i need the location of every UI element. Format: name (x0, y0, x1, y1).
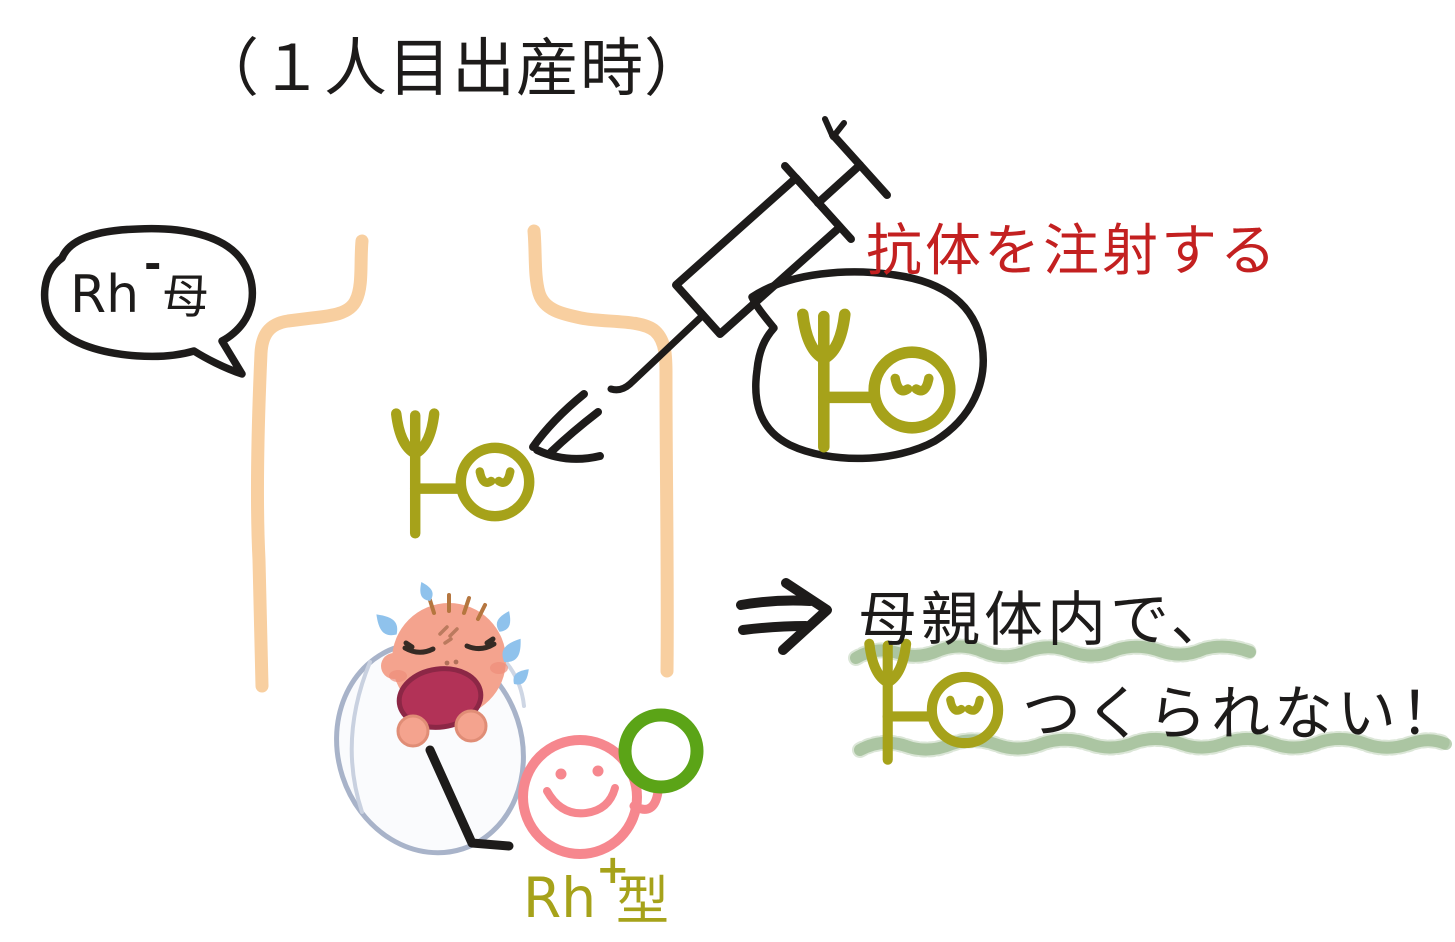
baby-face-smile (543, 784, 619, 818)
body-right-line (527, 224, 674, 678)
baby-type-label: Rh + 型 (523, 847, 669, 932)
baby-nose (453, 659, 459, 665)
baby-mouth (396, 666, 484, 730)
highlight-stroke (848, 638, 1258, 666)
blanket-fold (349, 660, 372, 814)
antibody-icon (396, 414, 529, 534)
injection-caption: 抗体を注射する (866, 219, 1279, 284)
rh-antigen-ring-icon (618, 708, 704, 794)
syringe-plunger-handle (829, 131, 891, 199)
mother-speech-bubble: Rh - 母 (40, 224, 257, 378)
result-line2: つくられない！ (1022, 679, 1455, 748)
baby-face-icon (518, 708, 704, 859)
baby-brow-wrinkles (438, 625, 459, 645)
antibody-icon (803, 314, 950, 446)
injection-arrowhead-icon (529, 390, 604, 463)
baby-fist (454, 709, 488, 743)
syringe-icon (607, 116, 891, 394)
baby-fist (396, 714, 430, 748)
syringe-plunger-rod (814, 161, 864, 207)
speech-bubble-outline (748, 268, 987, 463)
body-left-line (251, 234, 369, 693)
result-arrow-icon (736, 578, 832, 655)
speech-bubble-outline (40, 224, 257, 378)
page-title: （１人目出産時） (196, 32, 708, 105)
mother-label: Rh - 母 (70, 239, 209, 325)
baby-face-outline (518, 735, 642, 859)
baby-eyes (402, 636, 497, 655)
baby-nose (444, 660, 450, 666)
baby-face-arm (629, 787, 663, 814)
mother-body-outline (251, 224, 674, 693)
syringe-handle-sketch (822, 116, 847, 140)
crying-baby-icon (334, 579, 533, 856)
baby-pointer-line (425, 745, 514, 851)
baby-face-eye (555, 768, 567, 780)
baby-blush (389, 670, 407, 682)
baby-face-eye (592, 765, 604, 777)
baby-blush (490, 662, 508, 674)
syringe-needle (607, 314, 704, 394)
antibody-speech-bubble (748, 268, 987, 463)
result-line1: 母親体内で、 (858, 585, 1234, 654)
